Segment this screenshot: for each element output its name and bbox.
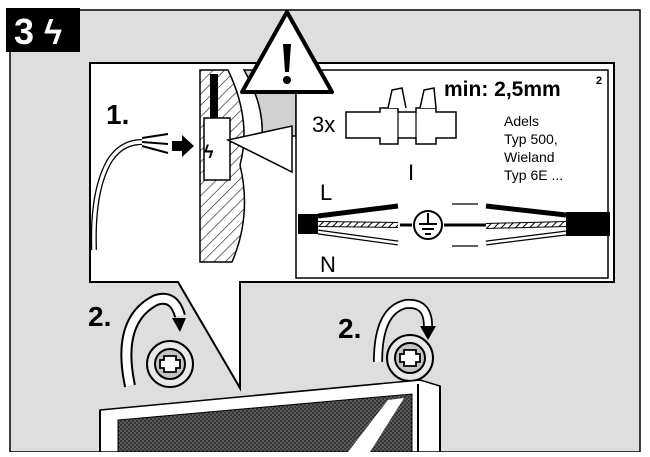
- earth-line-label: I: [408, 160, 414, 185]
- rotate-arrow-right-icon: [373, 298, 436, 363]
- detail-pointer: [225, 125, 293, 174]
- quantity-label: 3x: [312, 112, 335, 137]
- heater-body: [99, 379, 441, 453]
- warning-triangle-icon: [240, 10, 334, 94]
- live-letter: L: [320, 180, 332, 205]
- wiring-detail-box: [295, 69, 609, 279]
- brand-line-2: Typ 500,: [504, 131, 558, 147]
- cable-icon: [90, 133, 169, 251]
- lightning-small-icon: ϟ: [204, 142, 214, 162]
- screw-icon: [146, 340, 194, 388]
- junction-box: ϟ: [203, 74, 231, 181]
- brand-line-4: Typ 6E ...: [504, 167, 563, 183]
- step-number: 3: [14, 11, 34, 52]
- brand-line-1: Adels: [504, 113, 539, 129]
- min-section-label: min: 2,5mm: [444, 78, 561, 101]
- step-2-right-label: 2.: [338, 313, 361, 344]
- rotate-arrow-icon: [120, 292, 186, 388]
- lightning-icon: ϟ: [44, 14, 62, 52]
- terminal-block-icon: [345, 87, 457, 145]
- neutral-letter: N: [320, 252, 336, 277]
- step-2-left-label: 2.: [88, 301, 111, 332]
- left-cable: [298, 203, 399, 246]
- right-cable: [485, 203, 610, 246]
- step-badge: 3 ϟ: [6, 8, 80, 52]
- step-1-label: 1.: [106, 99, 129, 130]
- min-superscript: 2: [596, 75, 602, 87]
- arrow-icon: [172, 135, 194, 157]
- screw-right-icon: [386, 334, 434, 382]
- brand-line-3: Wieland: [504, 149, 555, 165]
- brand-text: Adels Typ 500, Wieland Typ 6E ...: [504, 113, 563, 183]
- earth-ground-icon: [400, 203, 486, 247]
